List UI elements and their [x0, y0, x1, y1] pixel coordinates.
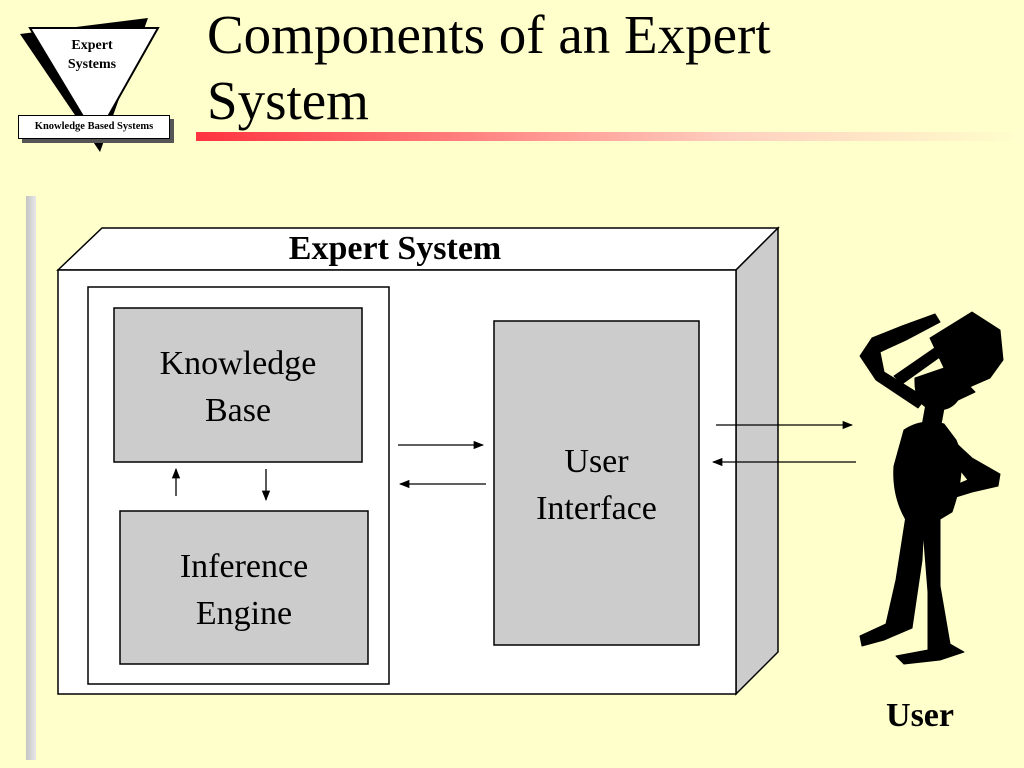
knowledge-base-label-line1: Knowledge [159, 345, 317, 382]
inference-engine-label-line2: Engine [195, 595, 293, 632]
knowledge-base-label: Knowledge Base [114, 340, 362, 434]
page-title-line2: System [207, 70, 369, 131]
user-interface-label-line1: User [564, 443, 629, 480]
page-title-line1: Components of an Expert [207, 4, 771, 65]
user-interface-label-line2: Interface [536, 490, 657, 527]
page-title: Components of an Expert System [207, 2, 967, 134]
logo-title-line2: Systems [67, 57, 117, 72]
expert-systems-logo: Expert Systems Knowledge Based Systems [0, 0, 190, 170]
title-underline [196, 132, 1024, 141]
inference-engine-label: Inference Engine [120, 543, 368, 637]
user-interface-label: User Interface [494, 438, 699, 532]
logo-triangle-icon [20, 18, 160, 152]
logo-banner: Knowledge Based Systems [18, 115, 170, 139]
user-interface-box [493, 320, 700, 646]
expert-system-label: Expert System [288, 230, 502, 267]
inference-engine-box [119, 510, 369, 665]
left-decorative-bar [26, 196, 36, 760]
user-figure-icon [859, 311, 1004, 665]
knowledge-base-box [113, 307, 363, 463]
inference-engine-label-line1: Inference [179, 548, 309, 585]
logo-title: Expert Systems [52, 36, 132, 74]
user-label: User [886, 697, 954, 734]
logo-title-line1: Expert [71, 38, 113, 53]
knowledge-base-label-line2: Base [204, 392, 272, 429]
